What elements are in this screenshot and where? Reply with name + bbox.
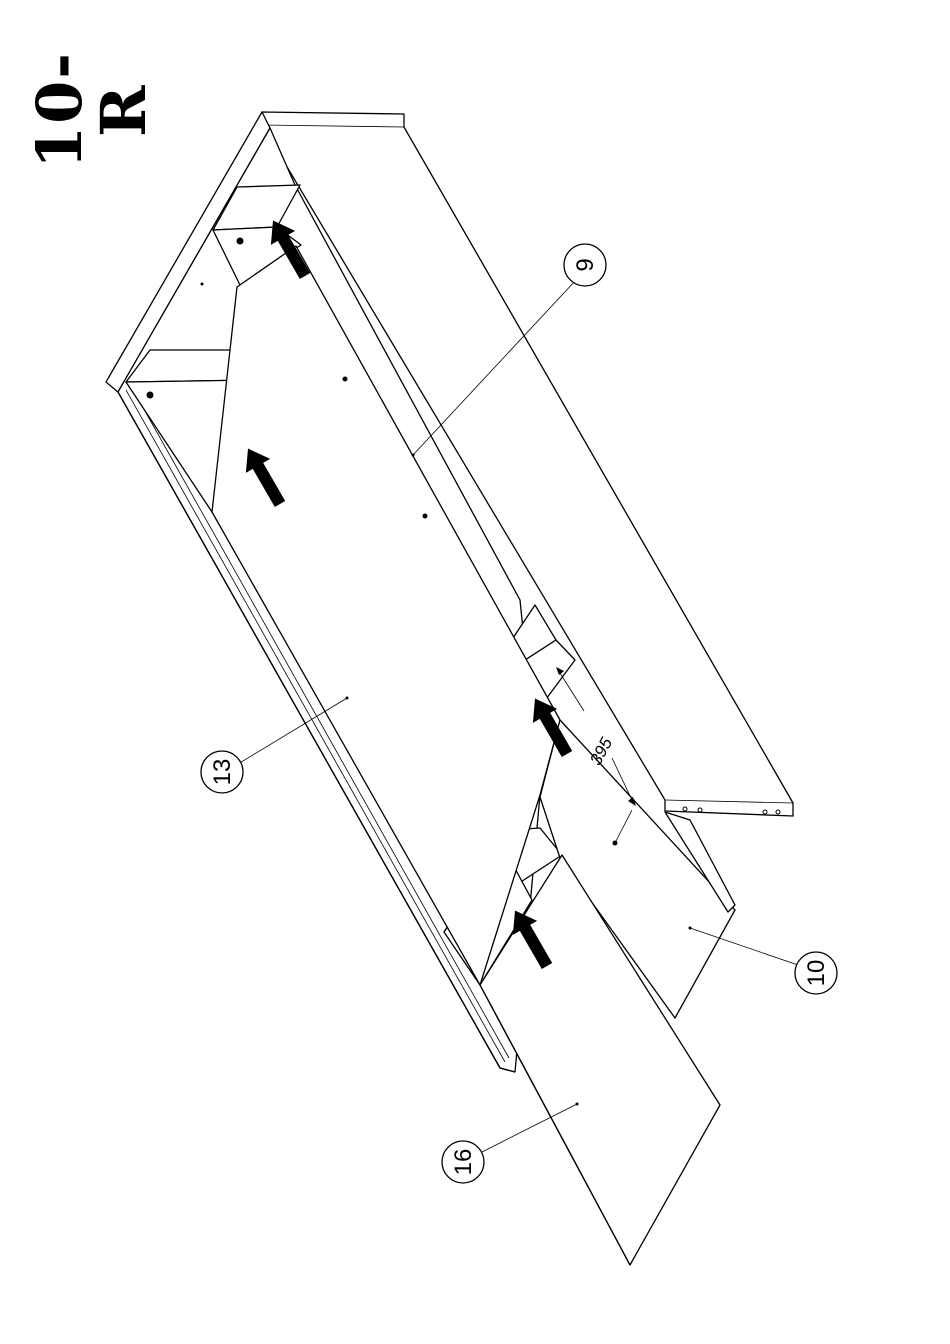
part-number-16: 16 bbox=[450, 1149, 477, 1176]
part-number-9: 9 bbox=[572, 258, 599, 271]
part-number-10: 10 bbox=[803, 960, 830, 987]
part-number-13: 13 bbox=[209, 759, 236, 786]
